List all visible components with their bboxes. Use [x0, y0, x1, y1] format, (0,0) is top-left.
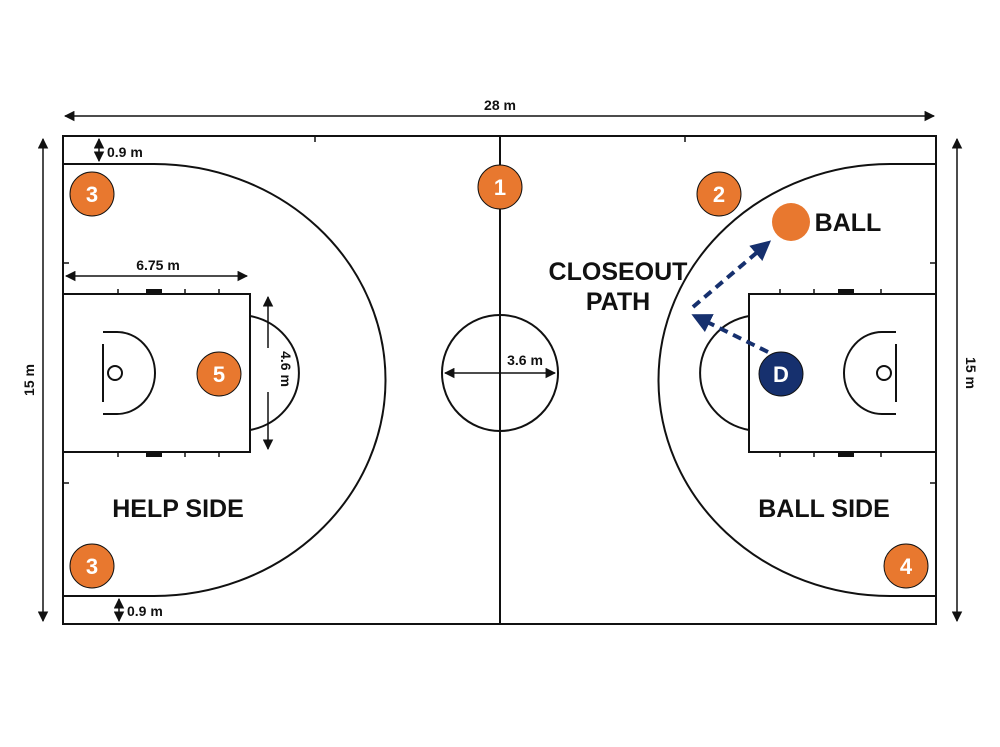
free-throw-semicircle-right [699, 315, 750, 431]
player-3-top-number: 3 [86, 182, 98, 207]
hoop-right [876, 365, 892, 381]
corner-bottom-label: 0.9 m [127, 603, 163, 619]
three-pt-distance-label: 6.75 m [136, 257, 180, 273]
closeout-path [691, 240, 772, 354]
player-5-number: 5 [213, 362, 225, 387]
block-marks [146, 289, 854, 457]
length-label: 28 m [484, 97, 516, 113]
player-1: 1 [477, 164, 523, 210]
player-2-number: 2 [713, 182, 725, 207]
corner-top-label: 0.9 m [107, 144, 143, 160]
player-1-number: 1 [494, 175, 506, 200]
closeout-path-label-line2: PATH [586, 288, 650, 316]
no-charge-arc-right [843, 331, 896, 415]
player-5: 5 [196, 351, 242, 397]
player-2: 2 [696, 171, 742, 217]
three-point-line-right [657, 163, 936, 597]
hoop-left [107, 365, 123, 381]
center-circle [441, 314, 559, 432]
player-3-top: 3 [69, 171, 115, 217]
help-side-label: HELP SIDE [112, 495, 244, 523]
ball-label: BALL [815, 209, 882, 237]
closeout-path-segment-2 [691, 240, 772, 309]
ball [772, 203, 810, 241]
key-width-label: 4.6 m [278, 351, 294, 387]
player-4-number: 4 [900, 554, 913, 579]
ball-side-label: BALL SIDE [758, 495, 890, 523]
closeout-path-segment-1 [691, 314, 769, 354]
player-4: 4 [883, 543, 929, 589]
no-charge-arc-left [103, 331, 156, 415]
three-point-line-left [63, 163, 387, 597]
center-circle-label: 3.6 m [507, 352, 543, 368]
lane-marks [63, 136, 936, 484]
defender: D [758, 351, 804, 397]
player-3-bottom: 3 [69, 543, 115, 589]
closeout-path-label-line1: CLOSEOUT [549, 258, 688, 286]
width-label-left: 15 m [21, 364, 37, 396]
defender-label: D [773, 362, 789, 387]
width-label-right: 15 m [963, 357, 979, 389]
player-3-bottom-number: 3 [86, 554, 98, 579]
